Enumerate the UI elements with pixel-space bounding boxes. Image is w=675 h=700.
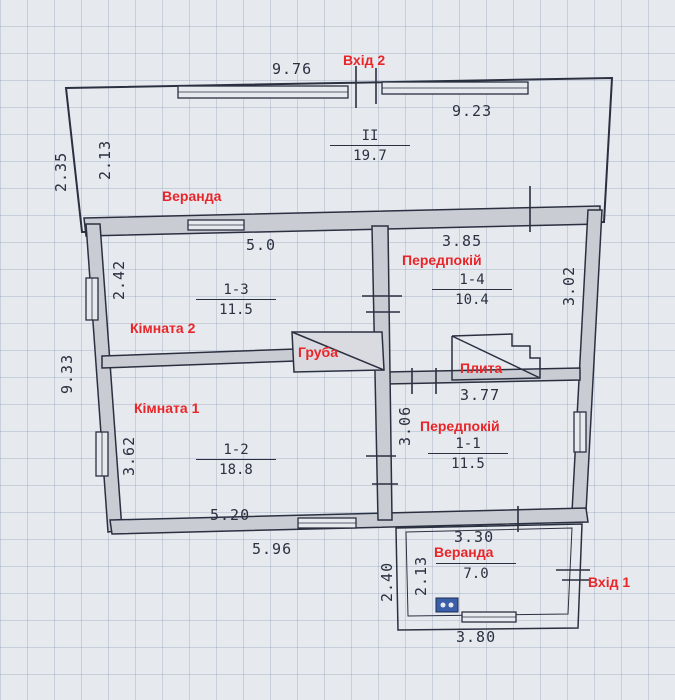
dim-room2-width: 5.20 <box>210 506 251 524</box>
room-1-1-label: 1-1 11.5 <box>428 436 508 472</box>
dim-room3-depth: 2.42 <box>110 259 128 300</box>
chimney-symbol <box>291 331 385 373</box>
porch-outer <box>395 523 583 631</box>
label-room-1: Кімната 1 <box>134 400 200 416</box>
porch-area: 7.0 <box>463 566 489 582</box>
dim-room4-width: 3.85 <box>442 232 483 250</box>
porch-code <box>436 562 516 564</box>
room-ii-area: 19.7 <box>353 148 387 164</box>
dim-room3-width: 5.0 <box>246 236 277 254</box>
dim-veranda-depth-outer: 2.35 <box>52 151 70 192</box>
veranda-wall-outer <box>64 76 614 234</box>
room-1-1-area: 11.5 <box>451 456 485 472</box>
room-1-3-code: 1-3 <box>196 282 276 300</box>
dim-outer-width: 5.96 <box>252 540 293 558</box>
dim-porch-inner-width: 3.30 <box>454 528 495 546</box>
label-stove: Плита <box>460 360 503 376</box>
room-1-2-code: 1-2 <box>196 442 276 460</box>
porch-appliance-icon <box>435 597 459 613</box>
room-1-2-label: 1-2 18.8 <box>196 442 276 478</box>
label-chimney: Груба <box>298 344 338 360</box>
dim-veranda-depth-inner: 2.13 <box>96 139 114 180</box>
room-ii-label: II 19.7 <box>330 128 410 164</box>
label-hallway-bottom: Передпокій <box>420 418 500 434</box>
house-wall-right <box>571 209 603 513</box>
wall-vertical-mid <box>371 225 393 521</box>
room-1-2-area: 18.8 <box>219 462 253 478</box>
room-ii-code: II <box>330 128 410 146</box>
label-hallway-top: Передпокій <box>402 252 482 268</box>
dim-room1-depth: 3.06 <box>396 405 414 446</box>
room-1-4-label: 1-4 10.4 <box>432 272 512 308</box>
label-entrance-2: Вхід 2 <box>343 52 386 68</box>
dim-top-total: 9.76 <box>272 60 313 78</box>
label-room-2: Кімната 2 <box>130 320 196 336</box>
room-1-4-code: 1-4 <box>432 272 512 290</box>
room-1-4-area: 10.4 <box>455 292 489 308</box>
room-1-3-area: 11.5 <box>219 302 253 318</box>
label-veranda-bottom: Веранда <box>434 544 494 560</box>
dim-house-depth: 9.33 <box>58 353 76 394</box>
stove-symbol <box>451 333 541 381</box>
label-veranda-top: Веранда <box>162 188 222 204</box>
room-1-1-code: 1-1 <box>428 436 508 454</box>
room-1-3-label: 1-3 11.5 <box>196 282 276 318</box>
dim-room1-width: 3.77 <box>460 386 501 404</box>
dim-room4-depth: 3.02 <box>560 265 578 306</box>
dim-porch-outer-width: 3.80 <box>456 628 497 646</box>
dim-room2-depth: 3.62 <box>120 435 138 476</box>
veranda-bottom-wall <box>83 205 601 237</box>
dim-porch-outer-depth: 2.40 <box>378 561 396 602</box>
label-entrance-1: Вхід 1 <box>588 574 631 590</box>
dim-veranda-length: 9.23 <box>452 102 493 120</box>
porch-inner <box>405 527 573 617</box>
porch-label: 7.0 <box>436 562 516 582</box>
dim-porch-inner-depth: 2.13 <box>412 555 430 596</box>
